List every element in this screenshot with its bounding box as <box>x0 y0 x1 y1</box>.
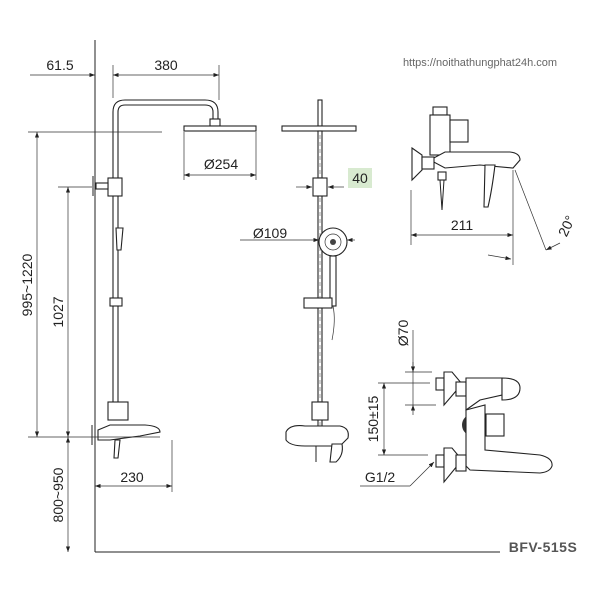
dim-wall-offset: 61.5 <box>46 57 73 73</box>
dim-inlet-spacing: 150±15 <box>365 395 381 442</box>
dim-flange-diameter: Ø70 <box>395 320 411 347</box>
dim-bar-offset: 40 <box>352 170 368 186</box>
hand-shower-side <box>115 227 124 251</box>
dim-mixer-projection: 230 <box>120 469 144 485</box>
wall-bracket <box>107 177 123 197</box>
dim-spout-angle: 20° <box>555 213 578 239</box>
slider-front <box>303 297 333 309</box>
rain-head-front <box>281 125 357 132</box>
dim-spout-length: 211 <box>451 217 474 233</box>
dim-thread: G1/2 <box>365 469 396 485</box>
mixer-side <box>97 424 161 441</box>
head-connector <box>209 118 221 127</box>
dim-handshower-diameter: Ø109 <box>253 225 287 241</box>
model-number: BFV-515S <box>509 539 578 555</box>
mixer-front-detail: Ø70 150±15 G1/2 <box>360 320 553 487</box>
mixer-front <box>285 425 349 447</box>
diverter <box>107 401 129 421</box>
bracket-front <box>312 177 328 197</box>
dim-total-height: 995~1220 <box>19 253 35 316</box>
slider <box>109 297 123 307</box>
dim-mixer-height: 800~950 <box>50 467 66 522</box>
dim-arm-length: 380 <box>154 57 178 73</box>
shower-column <box>112 99 219 421</box>
mixer-side-detail: 211 20° <box>410 106 578 265</box>
dim-head-diameter: Ø254 <box>204 156 238 172</box>
rain-head <box>183 125 257 132</box>
dim-bracket-height: 1027 <box>50 296 66 327</box>
front-view: 40 Ø109 <box>240 99 372 463</box>
top-pipe <box>317 99 323 127</box>
side-view: 61.5 380 Ø254 995~1220 1027 800~950 230 <box>19 40 500 553</box>
diverter-front <box>311 401 329 421</box>
column-front <box>317 130 323 432</box>
watermark-url: https://noithathungphat24h.com <box>403 57 557 69</box>
lever-front <box>329 443 343 463</box>
